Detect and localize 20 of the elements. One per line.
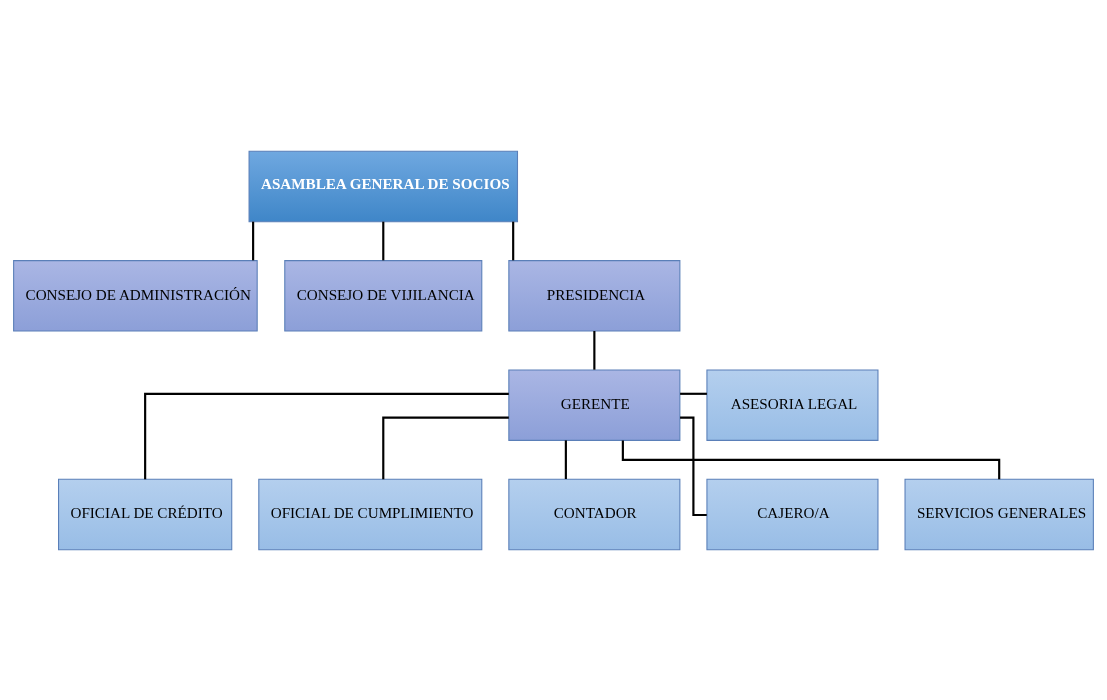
connector — [382, 221, 385, 260]
node-box: CONSEJO DE ADMINISTRACIÓN — [13, 259, 258, 332]
node-box: OFICIAL DE CUMPLIMIENTO — [258, 478, 483, 550]
node-box: ASAMBLEA GENERAL DE SOCIOS — [248, 150, 519, 222]
connector — [252, 221, 255, 260]
node-box: PRESIDENCIA — [508, 259, 681, 332]
node-box: GERENTE — [508, 368, 681, 441]
node-box: CONTADOR — [508, 478, 681, 550]
connector — [564, 439, 567, 479]
node-box: OFICIAL DE CRÉDITO — [58, 478, 233, 550]
node-box: CAJERO/A — [706, 478, 879, 550]
node-box: CONSEJO DE VIJILANCIA — [284, 259, 483, 332]
connector — [593, 330, 596, 370]
connector — [382, 416, 509, 479]
node-box: SERVICIOS GENERALES — [904, 478, 1094, 550]
connector — [144, 392, 509, 479]
connector — [680, 416, 707, 516]
connector — [512, 221, 515, 260]
connector — [680, 392, 707, 395]
node-box: ASESORIA LEGAL — [706, 368, 879, 441]
